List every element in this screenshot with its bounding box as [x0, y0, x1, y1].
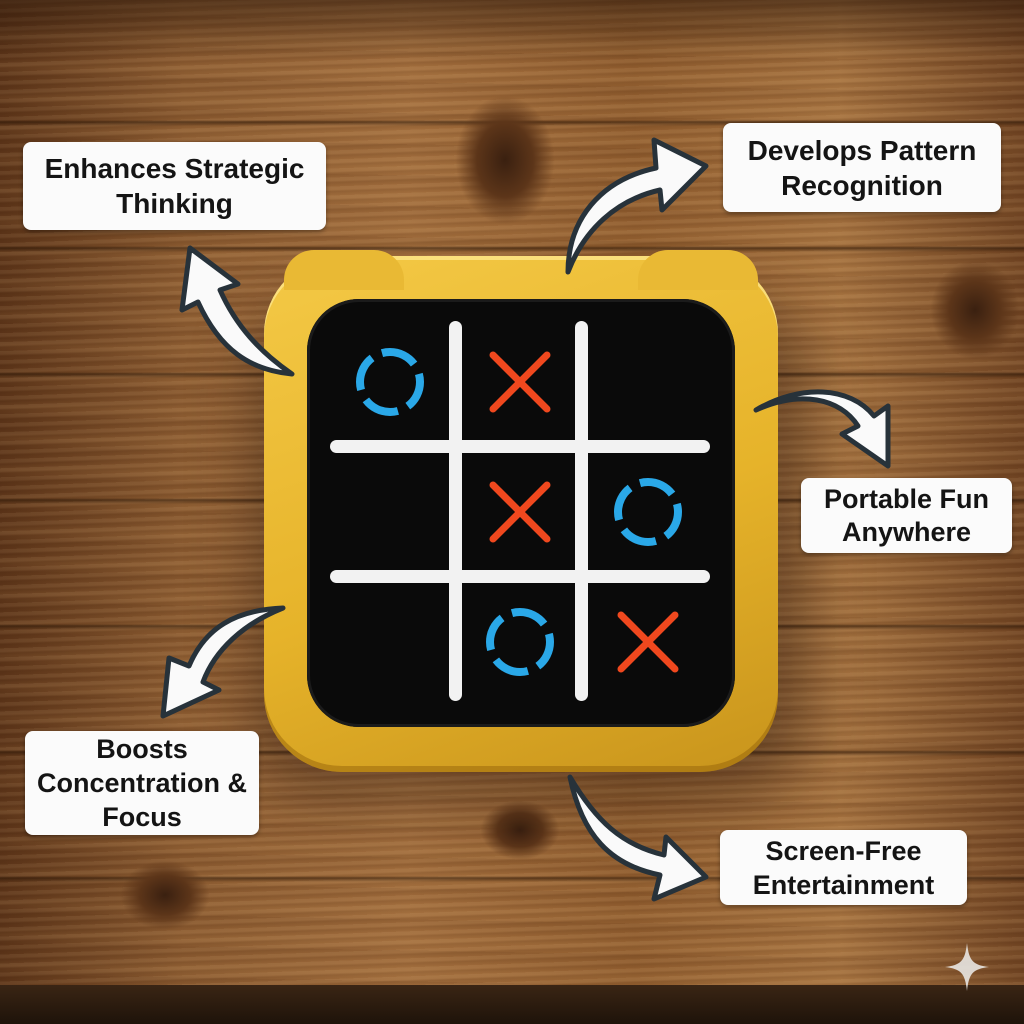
o-mark-icon[interactable] — [350, 342, 430, 422]
device-corner-bump — [284, 250, 404, 290]
floor-strip — [0, 985, 1024, 1024]
callout-screen-free: Screen-Free Entertainment — [720, 830, 967, 905]
o-mark-icon[interactable] — [480, 602, 560, 682]
callout-line: Recognition — [781, 169, 943, 201]
callout-line: Thinking — [116, 188, 233, 219]
curved-arrow-icon — [565, 137, 709, 275]
x-mark-icon[interactable] — [485, 347, 555, 417]
callout-pattern-recognition: Develops Pattern Recognition — [723, 123, 1001, 212]
curved-arrow-icon — [567, 774, 709, 902]
callout-line: Screen-Free — [765, 835, 922, 866]
sparkle-icon — [945, 943, 989, 991]
x-mark-icon[interactable] — [485, 477, 555, 547]
empty-cell[interactable] — [595, 330, 705, 435]
callout-concentration-focus: Boosts Concentration & Focus — [25, 731, 259, 835]
callout-line: Portable Fun — [823, 483, 989, 514]
callout-portable-fun: Portable Fun Anywhere — [801, 478, 1012, 553]
callout-strategic-thinking: Enhances Strategic Thinking — [23, 142, 326, 230]
callout-line: Enhances Strategic — [44, 153, 305, 184]
o-mark-icon[interactable] — [608, 472, 688, 552]
callout-line: Boosts — [96, 734, 188, 764]
x-mark-icon[interactable] — [613, 607, 683, 677]
curved-arrow-icon — [160, 605, 286, 719]
curved-arrow-icon — [753, 389, 891, 469]
wood-knot — [120, 860, 210, 930]
callout-line: Concentration & — [36, 768, 247, 798]
empty-cell[interactable] — [330, 590, 442, 700]
callout-line: Anywhere — [841, 516, 972, 547]
grid-line-vertical — [449, 321, 462, 701]
device-corner-bump — [638, 250, 758, 290]
grid-line-horizontal — [330, 440, 710, 453]
empty-cell[interactable] — [330, 460, 442, 565]
callout-line: Entertainment — [752, 869, 935, 900]
wood-knot — [930, 260, 1020, 360]
curved-arrow-icon — [179, 245, 295, 377]
grid-line-horizontal — [330, 570, 710, 583]
wood-knot — [455, 95, 555, 225]
grid-line-vertical — [575, 321, 588, 701]
callout-line: Focus — [102, 802, 182, 832]
wood-knot — [480, 800, 560, 860]
callout-line: Develops Pattern — [747, 134, 977, 166]
